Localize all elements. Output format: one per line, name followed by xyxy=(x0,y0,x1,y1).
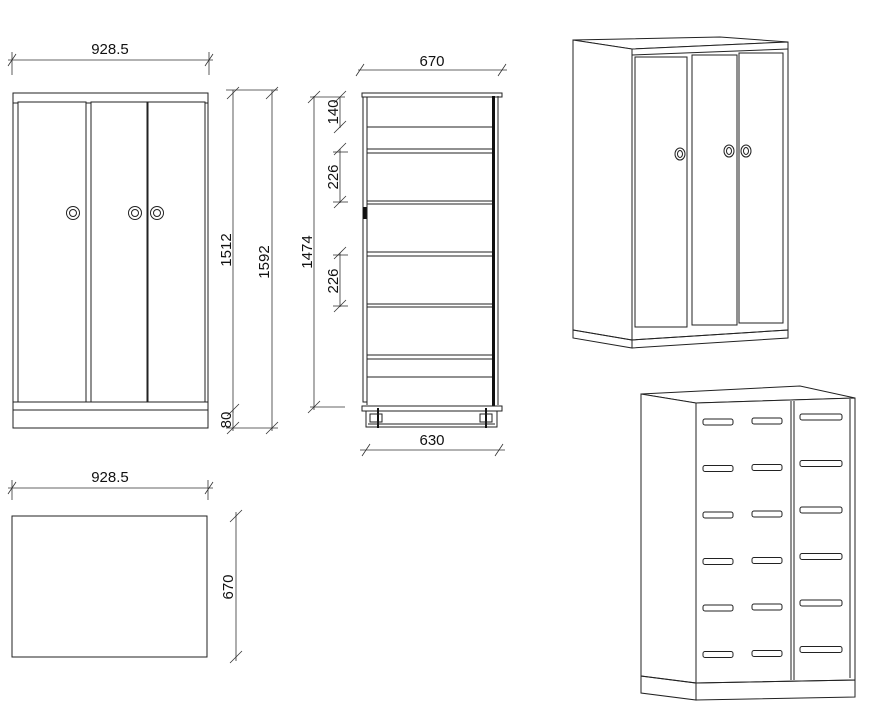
shelf-gap-dimension: 226 xyxy=(325,268,342,293)
side-view: 670 630 1474 140 226 226 xyxy=(299,53,507,457)
vent-slot xyxy=(702,604,734,612)
vent-slot xyxy=(702,418,734,426)
plan-width-dimension: 928.5 xyxy=(91,469,129,486)
vent-slot xyxy=(751,650,783,657)
front-view: 928.5 1512 1592 80 xyxy=(7,41,279,435)
vent-slot xyxy=(702,465,734,472)
vent-slot xyxy=(799,506,843,514)
isometric-view-lockers xyxy=(640,385,856,701)
base-depth-dimension: 630 xyxy=(419,432,444,449)
knob-icon xyxy=(723,144,735,158)
isometric-view-doors xyxy=(572,36,789,349)
knob-icon xyxy=(740,144,752,158)
body-height-dimension: 1512 xyxy=(218,233,235,266)
vent-slot xyxy=(799,599,843,607)
vent-slot xyxy=(751,557,783,564)
vent-slot xyxy=(799,553,843,560)
knob-icon xyxy=(150,206,164,220)
total-height-dimension: 1592 xyxy=(256,245,273,278)
door-middle xyxy=(90,101,148,403)
interior-height-dimension: 1474 xyxy=(299,235,316,268)
vent-slot xyxy=(702,511,734,519)
knob-icon xyxy=(674,147,686,161)
vent-slot xyxy=(799,646,843,653)
top-gap-dimension: 140 xyxy=(325,99,342,124)
plan-view: 928.5 670 xyxy=(7,469,243,664)
vent-slot xyxy=(702,651,734,658)
vent-slot xyxy=(751,464,783,471)
plan-depth-dimension: 670 xyxy=(220,574,237,599)
plinth xyxy=(12,409,209,429)
door-right xyxy=(147,101,206,403)
depth-dimension: 670 xyxy=(419,53,444,70)
vent-slot xyxy=(702,558,734,565)
knob-icon xyxy=(66,206,80,220)
plinth-height-dimension: 80 xyxy=(218,412,235,429)
vent-slot xyxy=(751,603,783,611)
vent-slot xyxy=(751,510,783,518)
knob-icon xyxy=(128,206,142,220)
door-left xyxy=(17,101,87,403)
width-dimension: 928.5 xyxy=(91,41,129,58)
vent-slot xyxy=(799,413,843,421)
shelf-gap-dimension: 226 xyxy=(325,164,342,189)
vent-slot xyxy=(751,417,783,425)
vent-slot xyxy=(799,460,843,467)
